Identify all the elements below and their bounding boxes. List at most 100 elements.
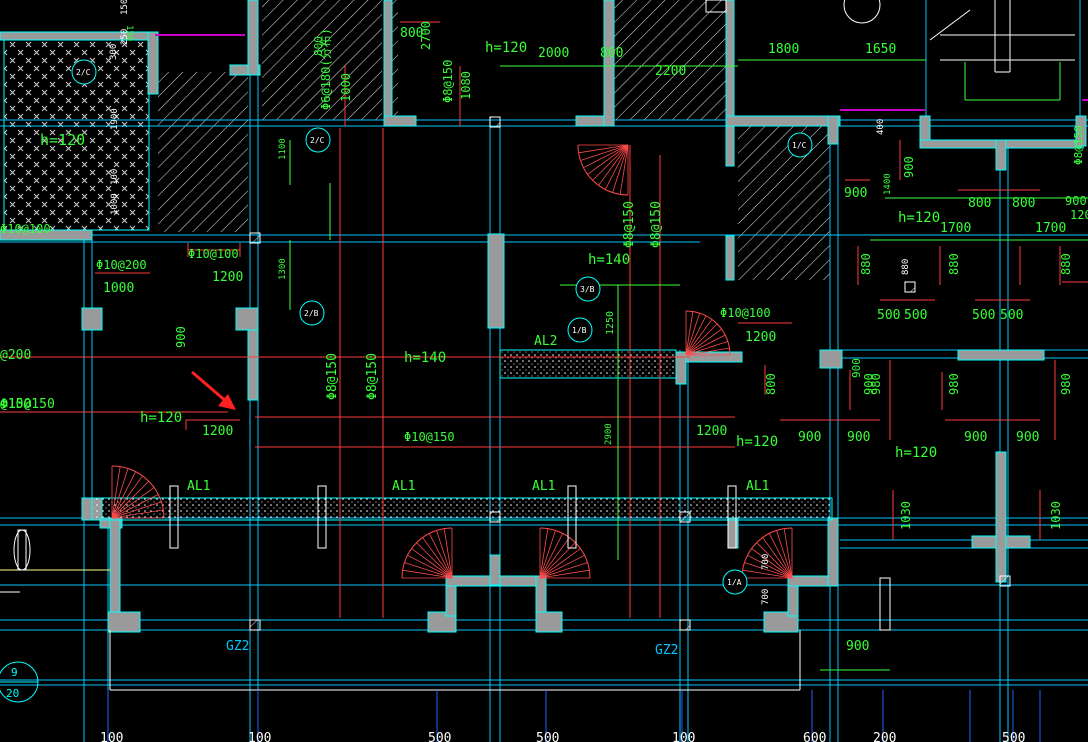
door-swing-ray: [422, 537, 453, 579]
door-swing-arc: [539, 527, 591, 579]
dimension-label: 1250: [605, 311, 616, 335]
dimension-label: Φ10@100: [0, 222, 51, 236]
dimension-label: 800: [968, 196, 991, 211]
dimension-label: h=140: [588, 252, 630, 268]
bottom-dimension: 100: [100, 731, 123, 742]
dimension-label: 1030: [899, 501, 913, 530]
door-swing-ray: [436, 530, 453, 579]
beam-label: AL1: [746, 479, 769, 494]
door-swing-ray: [747, 554, 793, 579]
dimension-label: 1650: [865, 42, 896, 57]
wall-segment: [819, 349, 843, 369]
dimension-label: 2900: [604, 423, 614, 445]
door-swing-ray: [762, 537, 793, 579]
dimension-label: 2700: [419, 21, 433, 50]
beams: [91, 349, 833, 521]
dimension-label: Φ6@180(分布): [319, 28, 333, 110]
door-swing-ray: [685, 319, 713, 356]
axis-label: 3/B: [580, 285, 595, 294]
hatch-region: [392, 0, 398, 120]
post: [169, 485, 179, 549]
wall-segment: [229, 64, 261, 76]
door-swing-arc: [401, 527, 453, 579]
door-swing-ray: [592, 144, 629, 181]
bottom-dimension: 500: [1002, 731, 1025, 742]
wall-segment: [827, 517, 839, 587]
wall-segment: [487, 233, 505, 329]
bottom-dimension: 500: [536, 731, 559, 742]
small-dimension: 880: [901, 259, 911, 275]
door-swing-ray: [539, 533, 564, 579]
hatch-region: [612, 0, 727, 120]
beam-label: AL2: [534, 334, 557, 349]
dimension-label: h=120: [898, 210, 940, 226]
dimension-label: 500: [972, 308, 995, 323]
dimension-label: h=120: [736, 434, 778, 450]
wall-segment: [827, 115, 839, 145]
wall-segment: [995, 139, 1007, 171]
wall-segment: [1075, 115, 1087, 147]
wall-segment: [247, 329, 259, 401]
dimension-label: 500: [1000, 308, 1023, 323]
wall-segment: [383, 115, 417, 127]
dimension-label: 500: [904, 308, 927, 323]
door-swing-ray: [111, 466, 121, 519]
axis-label: 2/C: [310, 136, 325, 145]
dimension-label: 1300: [278, 258, 288, 280]
door-swing-ray: [619, 144, 629, 195]
wall-segment: [81, 307, 103, 331]
small-dimension: 700: [761, 589, 771, 605]
beam-label: AL1: [187, 479, 210, 494]
wall-segment: [109, 517, 121, 619]
dimension-label: 900: [847, 430, 870, 445]
dimension-label: Φ10@100: [720, 306, 771, 320]
dimension-label: Φ8@150: [622, 201, 637, 248]
dimension-label: 900: [844, 186, 867, 201]
wall-segment: [427, 611, 457, 633]
dimension-label: 900: [862, 373, 876, 395]
post: [317, 485, 327, 549]
door-swing-ray: [428, 533, 453, 579]
wall-segment: [147, 31, 159, 95]
door-swing-ray: [583, 144, 629, 169]
axis-circle: [567, 317, 593, 343]
column-label: GZ2: [655, 643, 678, 658]
posts: [13, 485, 891, 631]
door-swing-ray: [539, 528, 549, 579]
dimension-label: 1100: [278, 138, 288, 160]
dimension-label: Φ10@150: [404, 430, 455, 444]
column-label: GZ2: [226, 639, 249, 654]
dimension-label: 900: [846, 639, 869, 654]
rebar-lines: [0, 21, 1088, 618]
dimension-label: h=120: [140, 410, 182, 426]
door-swing-ray: [598, 144, 629, 186]
door-swing-ray: [751, 548, 793, 579]
axis-label: 2/B: [304, 309, 319, 318]
wall-segment: [603, 0, 615, 127]
axis-circle: [787, 132, 813, 158]
post: [567, 485, 577, 549]
wall-segment: [725, 115, 841, 127]
door-swing-ray: [685, 323, 718, 356]
door-swing-ray: [404, 562, 453, 579]
door-swing-arc: [741, 527, 793, 579]
door-swing-ray: [111, 475, 143, 519]
door-swings: [111, 144, 793, 579]
door-swing-ray: [612, 144, 629, 193]
wall-segment: [383, 0, 393, 127]
dimension-label: Φ8@150: [325, 353, 340, 400]
wall-segment: [247, 0, 259, 76]
dimension-label: Φ10@100: [188, 247, 239, 261]
small-dimension: 300: [109, 44, 119, 60]
door-swing-ray: [111, 480, 150, 519]
dimension-label: 1200: [696, 424, 727, 439]
wall-segment: [725, 0, 735, 127]
door-swing-ray: [411, 548, 453, 579]
top-lines: [0, 0, 1088, 691]
dimension-label: 800: [400, 26, 423, 41]
hatch-region: [738, 125, 830, 280]
wall-segment: [107, 611, 141, 633]
